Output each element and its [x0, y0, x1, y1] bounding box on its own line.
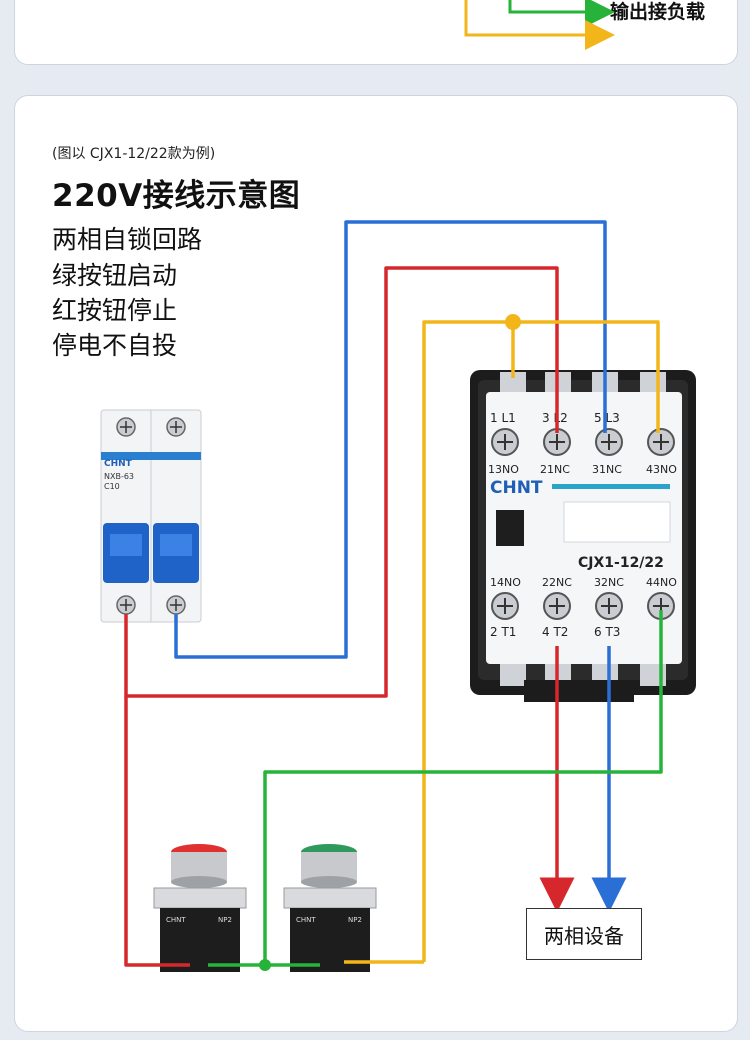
stop-push-button: CHNT NP2 [153, 844, 247, 972]
feature-line-4: 停电不自投 [52, 331, 178, 360]
feature-line-3: 红按钮停止 [52, 296, 178, 325]
top-screws [491, 428, 675, 456]
breaker-rating: C10 [104, 482, 120, 491]
contactor-brand: CHNT [490, 478, 543, 498]
model-note: (图以 CJX1-12/22款为例) [52, 146, 216, 162]
terminal-label-5-l3: 5 L3 [594, 411, 620, 425]
start-button-brand: CHNT [296, 916, 316, 924]
start-button-code: NP2 [348, 916, 362, 924]
terminal-label-22nc: 22NC [542, 576, 572, 589]
top-panel-wires [464, 0, 615, 50]
two-phase-load-label: 两相设备 [544, 923, 624, 948]
stop-button-code: NP2 [218, 916, 232, 924]
terminal-label-13no: 13NO [488, 463, 519, 476]
output-load-label: 输出接负载 [610, 1, 706, 23]
terminal-label-14no: 14NO [490, 576, 521, 589]
terminal-label-1-l1: 1 L1 [490, 411, 516, 425]
terminal-label-3-l2: 3 L2 [542, 411, 568, 425]
terminal-label-31nc: 31NC [592, 463, 622, 476]
contactor-model: CJX1-12/22 [578, 555, 664, 571]
two-phase-load-box: 两相设备 [526, 908, 642, 960]
terminal-label-6-t3: 6 T3 [594, 625, 620, 639]
wire-yellow-2 [422, 320, 660, 962]
terminal-label-4-t2: 4 T2 [542, 625, 568, 639]
wire-red-stop [124, 696, 190, 967]
yellow-junction [505, 314, 521, 330]
wire-red-supply [124, 266, 559, 698]
breaker-model: NXB-63 [104, 472, 134, 481]
diagram-title: 220V接线示意图 [52, 178, 301, 214]
green-junction [259, 959, 271, 971]
terminal-label-44no: 44NO [646, 576, 677, 589]
feature-line-1: 两相自锁回路 [52, 225, 203, 254]
breaker-brand: CHNT [104, 459, 133, 469]
top-panel [14, 0, 738, 65]
wire-green-coil [263, 610, 663, 965]
terminal-label-32nc: 32NC [594, 576, 624, 589]
terminal-label-43no: 43NO [646, 463, 677, 476]
circuit-breaker: CHNT NXB-63 C10 [100, 409, 202, 623]
wire-blue-supply [174, 220, 607, 659]
start-push-button: CHNT NP2 [283, 844, 377, 972]
bottom-screws [491, 592, 675, 620]
stop-button-brand: CHNT [166, 916, 186, 924]
terminal-label-21nc: 21NC [540, 463, 570, 476]
feature-line-2: 绿按钮启动 [52, 261, 178, 290]
terminal-label-2-t1: 2 T1 [490, 625, 516, 639]
